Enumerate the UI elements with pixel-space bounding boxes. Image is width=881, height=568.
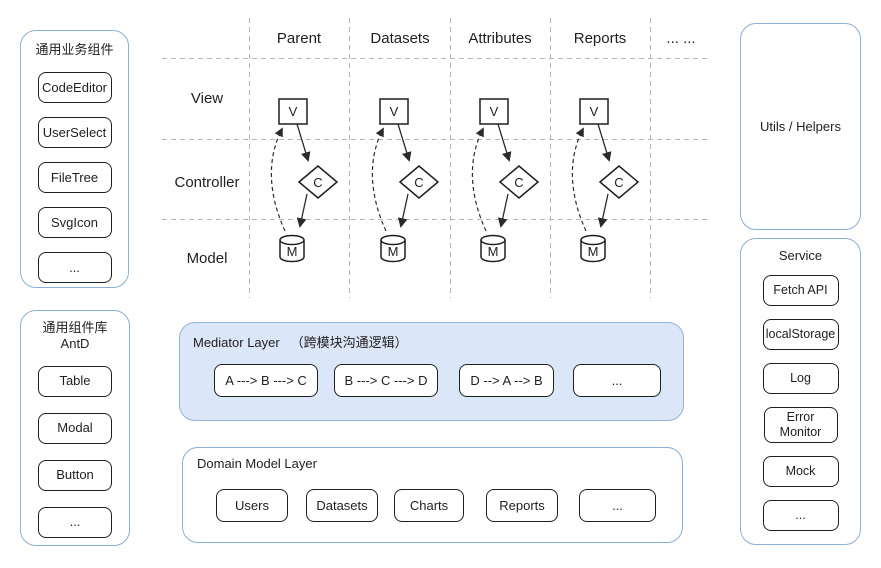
column-header-attributes: Attributes [468, 30, 532, 47]
mediator-flow-dab: D --> A --> B [459, 364, 554, 397]
mvc-unit-datasets: V C M [371, 98, 440, 263]
domain-more: ... [579, 489, 656, 522]
component-more: ... [37, 252, 112, 284]
model-node [279, 234, 305, 263]
model-node [380, 234, 406, 263]
business-components-title: 通用业务组件 [35, 42, 114, 57]
row-label-model: Model [186, 250, 228, 267]
view-letter: V [390, 104, 399, 119]
mediator-flow-more: ... [573, 364, 661, 397]
mediator-layer-title: Mediator Layer （跨模块沟通逻辑） [193, 332, 408, 351]
service-error-monitor: Error Monitor [763, 407, 838, 444]
component-svg-icon: SvgIcon [37, 207, 112, 239]
component-user-select: UserSelect [37, 117, 112, 149]
domain-model-layer-panel: Domain Model Layer Users Datasets Charts… [182, 447, 683, 543]
model-to-view-arrow [571, 127, 587, 232]
view-node [379, 98, 409, 125]
component-code-editor: CodeEditor [37, 72, 112, 104]
model-to-view-arrow [270, 127, 286, 232]
model-node [580, 234, 606, 263]
domain-datasets: Datasets [306, 489, 378, 522]
antd-components-list: Table Modal Button ... [21, 365, 129, 538]
controller-node [297, 165, 339, 199]
view-letter: V [289, 104, 298, 119]
antd-library-panel: 通用组件库 AntD Table Modal Button ... [20, 310, 130, 546]
service-panel: Service Fetch API localStorage Log Error… [740, 238, 861, 545]
domain-users: Users [216, 489, 288, 522]
controller-node [398, 165, 440, 199]
component-table: Table [38, 365, 112, 397]
view-node [479, 98, 509, 125]
utils-helpers-label: Utils / Helpers [760, 119, 841, 134]
model-letter: M [588, 244, 599, 259]
component-file-tree: FileTree [37, 162, 112, 194]
controller-letter: C [614, 175, 623, 190]
controller-node [598, 165, 640, 199]
column-header-parent: Parent [276, 30, 322, 47]
mediator-flow-abc: A ---> B ---> C [214, 364, 318, 397]
domain-charts: Charts [394, 489, 464, 522]
component-more: ... [38, 506, 112, 538]
column-header-more: ... ... [666, 30, 696, 47]
column-header-reports: Reports [573, 30, 627, 47]
business-components-list: CodeEditor UserSelect FileTree SvgIcon .… [21, 72, 128, 284]
component-button: Button [38, 459, 112, 491]
domain-reports: Reports [486, 489, 558, 522]
view-node [579, 98, 609, 125]
row-label-view: View [190, 90, 224, 107]
antd-title-line1: 通用组件库 [42, 320, 108, 335]
model-node [480, 234, 506, 263]
utils-helpers-panel: Utils / Helpers [740, 23, 861, 230]
row-label-controller: Controller [174, 174, 240, 191]
model-letter: M [388, 244, 399, 259]
model-letter: M [488, 244, 499, 259]
service-log: Log [762, 363, 839, 395]
mvc-unit-reports: V C M [571, 98, 640, 263]
component-modal: Modal [38, 412, 112, 444]
controller-letter: C [313, 175, 322, 190]
mediator-title-cn: （跨模块沟通逻辑） [290, 335, 408, 350]
service-title: Service [778, 248, 823, 263]
model-letter: M [287, 244, 298, 259]
mvc-unit-parent: V C M [270, 98, 339, 263]
domain-model-layer-title: Domain Model Layer [197, 456, 317, 471]
view-node [278, 98, 308, 125]
antd-library-title: 通用组件库 AntD [21, 320, 129, 353]
service-list: Fetch API localStorage Log Error Monitor… [741, 275, 860, 532]
business-components-panel: 通用业务组件 CodeEditor UserSelect FileTree Sv… [20, 30, 129, 288]
service-mock: Mock [762, 456, 839, 488]
service-more: ... [762, 500, 839, 532]
controller-letter: C [514, 175, 523, 190]
column-header-datasets: Datasets [370, 30, 430, 47]
mediator-title-en: Mediator Layer [193, 335, 280, 350]
model-to-view-arrow [371, 127, 387, 232]
antd-title-line2: AntD [60, 336, 90, 352]
service-local-storage: localStorage [762, 319, 839, 351]
view-letter: V [490, 104, 499, 119]
view-letter: V [590, 104, 599, 119]
controller-letter: C [414, 175, 423, 190]
controller-node [498, 165, 540, 199]
service-fetch-api: Fetch API [762, 275, 839, 307]
model-to-view-arrow [471, 127, 487, 232]
mediator-flow-bcd: B ---> C ---> D [334, 364, 438, 397]
mediator-layer-panel: Mediator Layer （跨模块沟通逻辑） A ---> B ---> C… [179, 322, 684, 421]
mvc-unit-attributes: V C M [471, 98, 540, 263]
